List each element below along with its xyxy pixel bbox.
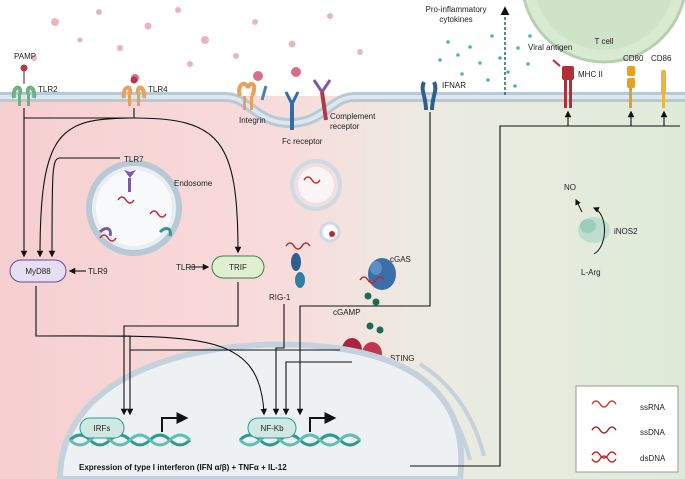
tlr2-label: TLR2 [38, 85, 58, 94]
myd88-box [9, 259, 67, 283]
cd86-label: CD86 [651, 54, 672, 63]
no-label: NO [564, 183, 576, 192]
endosome [86, 160, 182, 256]
nfkb-label: NF-Kb [260, 424, 284, 433]
inos2-reaction-arrow [592, 207, 605, 255]
cytokines-label-1: Pro-inflammatory [426, 5, 487, 14]
fc-receptor [284, 91, 300, 130]
legend: ssRNA ssDNA dsDNA [575, 385, 679, 473]
virus-dark [131, 67, 301, 82]
rig1-label: RIG-1 [269, 293, 291, 302]
endosome-label: Endosome [174, 179, 213, 188]
trif-box [211, 255, 265, 279]
cd80-receptor [627, 66, 635, 108]
rig1-sensor [285, 242, 311, 288]
legend-dsdna-swatch-1 [591, 451, 617, 459]
cytokine-dots [438, 34, 532, 88]
fc-receptor-label: Fc receptor [282, 137, 323, 146]
integrin-receptor [237, 81, 268, 110]
dna-helix-nfkb [238, 412, 362, 447]
ifnar-receptor [420, 81, 438, 111]
tlr2-receptor [11, 64, 37, 106]
irfs-box [79, 417, 125, 439]
complement-label-1: Complement [330, 112, 376, 121]
legend-ssdna-swatch [591, 426, 617, 434]
legend-ssrna-swatch [591, 400, 617, 408]
legend-dsdna-label: dsDNA [640, 454, 666, 463]
pathway-arrows [20, 108, 680, 467]
nfkb-box [247, 417, 297, 439]
cgas-label: cGAS [390, 255, 411, 264]
cd86-receptor [661, 70, 666, 108]
integrin-label: Integrin [239, 116, 266, 125]
t-cell-label: T cell [595, 37, 614, 46]
legend-dsdna-swatch-2 [591, 455, 617, 463]
tlr3-label: TLR3 [176, 263, 196, 272]
virus-particles [31, 7, 363, 67]
dna-helix-irfs [68, 412, 192, 447]
irfs-label: IRFs [94, 424, 111, 433]
cytokines-label-2: cytokines [439, 15, 472, 24]
legend-ssrna-label: ssRNA [640, 403, 666, 412]
mhc2-receptor [552, 59, 574, 108]
tlr7-label: TLR7 [124, 155, 144, 164]
legend-ssdna-label: ssDNA [640, 428, 666, 437]
ifnar-label: IFNAR [442, 81, 466, 90]
cgas-sensor [359, 258, 396, 306]
sting-label: STING [390, 354, 414, 363]
l-arg-label: L-Arg [581, 268, 601, 277]
inos2-label: iNOS2 [614, 227, 638, 236]
inos2-enzyme [578, 217, 610, 243]
myd88-label: MyD88 [25, 267, 51, 276]
complement-receptor [312, 79, 332, 121]
trif-label: TRIF [229, 263, 247, 272]
tlr4-label: TLR4 [148, 85, 168, 94]
tlr9-label: TLR9 [88, 267, 108, 276]
t-cell: T cell [522, 0, 685, 64]
expression-caption: Expression of type I interferon (IFN α/β… [79, 463, 287, 472]
complement-label-2: receptor [330, 122, 360, 131]
viral-antigen-label: Viral antigen [528, 43, 572, 52]
phagosome [290, 159, 342, 243]
tlr4-receptor [121, 76, 147, 106]
cd80-label: CD80 [623, 54, 644, 63]
cgamp-label: cGAMP [333, 308, 361, 317]
mhc2-label: MHC II [578, 70, 603, 79]
pamp-label: PAMP [14, 52, 36, 61]
